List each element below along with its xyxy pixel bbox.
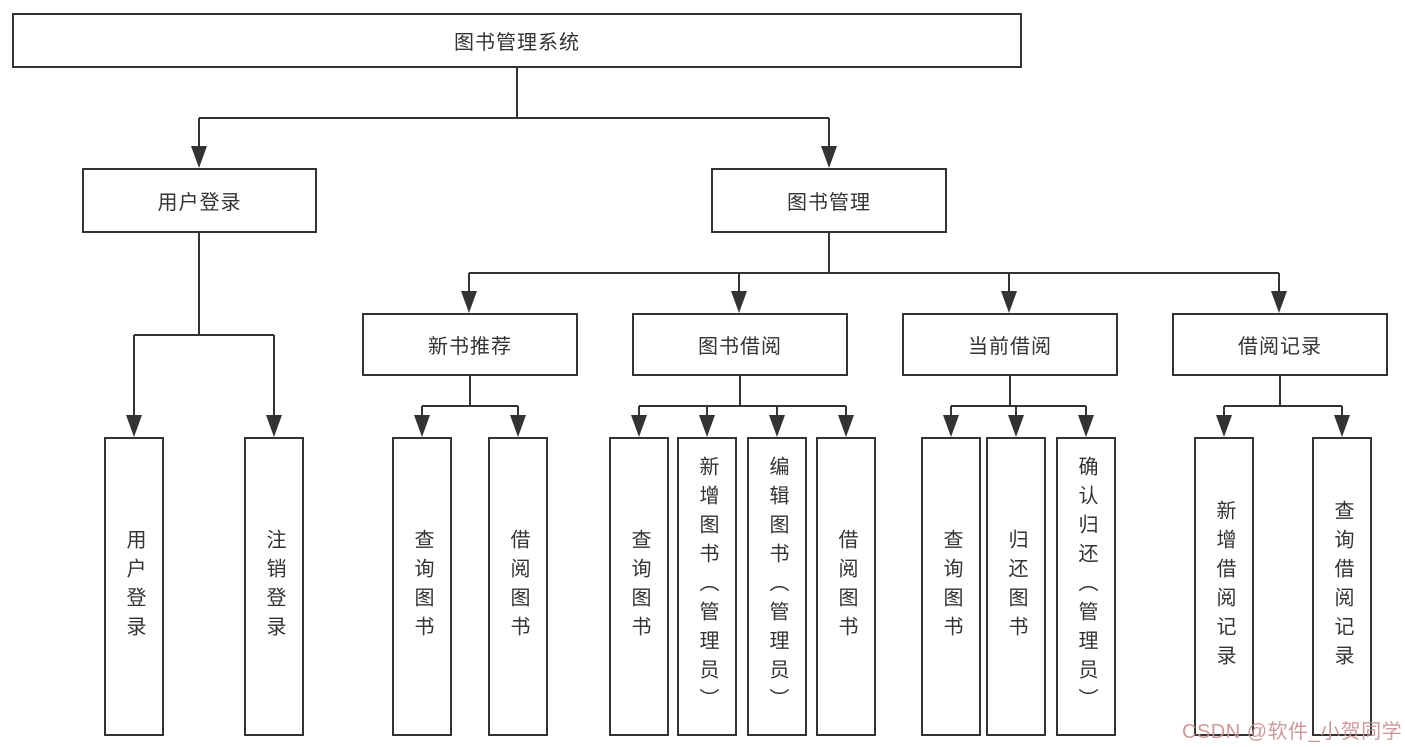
leaf-query-books-borrowing: 查询图书	[609, 437, 669, 736]
leaf-add-books-admin: 新增图书（管理员）	[677, 437, 737, 736]
node-label: 用户登录	[157, 192, 242, 214]
leaf-confirm-return-admin: 确认归还（管理员）	[1056, 437, 1116, 736]
node-library-management-system: 图书管理系统	[12, 13, 1022, 68]
leaf-label: 用户登录	[123, 528, 145, 645]
arrowheads-new-book	[414, 415, 526, 437]
leaf-label: 确认归还（管理员）	[1075, 456, 1097, 717]
node-label: 图书借阅	[698, 336, 782, 358]
leaf-add-borrow-record: 新增借阅记录	[1194, 437, 1254, 736]
watermark: CSDN @软件_小贺同学	[1182, 721, 1403, 743]
leaf-return-books: 归还图书	[986, 437, 1046, 736]
arrowheads-book-borrow	[631, 415, 854, 437]
leaf-label: 查询图书	[411, 528, 433, 645]
arrowheads-current-borrow	[943, 415, 1094, 437]
leaf-label: 借阅图书	[835, 528, 857, 645]
node-current-borrowing: 当前借阅	[902, 313, 1118, 376]
node-label: 图书管理系统	[454, 32, 580, 54]
node-label: 新书推荐	[428, 336, 512, 358]
leaf-label: 借阅图书	[507, 528, 529, 645]
leaf-borrow-books: 借阅图书	[816, 437, 876, 736]
leaf-borrow-books-recommend: 借阅图书	[488, 437, 548, 736]
connector-book-borrow	[638, 376, 847, 419]
leaf-label: 注销登录	[263, 528, 285, 645]
node-user-login: 用户登录	[82, 168, 317, 233]
arrowheads-book-management	[461, 291, 1287, 313]
connector-root-lines	[198, 68, 830, 150]
leaf-user-login: 用户登录	[104, 437, 164, 736]
connector-current-borrow	[950, 376, 1087, 419]
leaf-query-books-current: 查询图书	[921, 437, 981, 736]
node-label: 图书管理	[787, 192, 871, 214]
leaf-label: 归还图书	[1005, 528, 1027, 645]
node-new-book-recommendation: 新书推荐	[362, 313, 578, 376]
leaf-label: 编辑图书（管理员）	[766, 456, 788, 717]
node-book-management: 图书管理	[711, 168, 947, 233]
connector-user-login	[133, 233, 275, 419]
arrowheads-root	[191, 146, 837, 168]
node-label: 当前借阅	[968, 336, 1052, 358]
leaf-label: 查询图书	[628, 528, 650, 645]
leaf-edit-books-admin: 编辑图书（管理员）	[747, 437, 807, 736]
leaf-logout: 注销登录	[244, 437, 304, 736]
leaf-label: 查询借阅记录	[1331, 499, 1353, 674]
leaf-label: 查询图书	[940, 528, 962, 645]
connector-borrow-records	[1223, 376, 1343, 419]
node-book-borrowing: 图书借阅	[632, 313, 848, 376]
leaf-query-borrow-record: 查询借阅记录	[1312, 437, 1372, 736]
connector-new-book	[421, 376, 519, 419]
leaf-label: 新增借阅记录	[1213, 499, 1235, 674]
leaf-query-books-recommend: 查询图书	[392, 437, 452, 736]
arrowheads-borrow-records	[1216, 415, 1350, 437]
leaf-label: 新增图书（管理员）	[696, 456, 718, 717]
arrowheads-user-login	[126, 415, 282, 437]
node-borrowing-records: 借阅记录	[1172, 313, 1388, 376]
connector-book-management	[468, 233, 1280, 295]
node-label: 借阅记录	[1238, 336, 1322, 358]
